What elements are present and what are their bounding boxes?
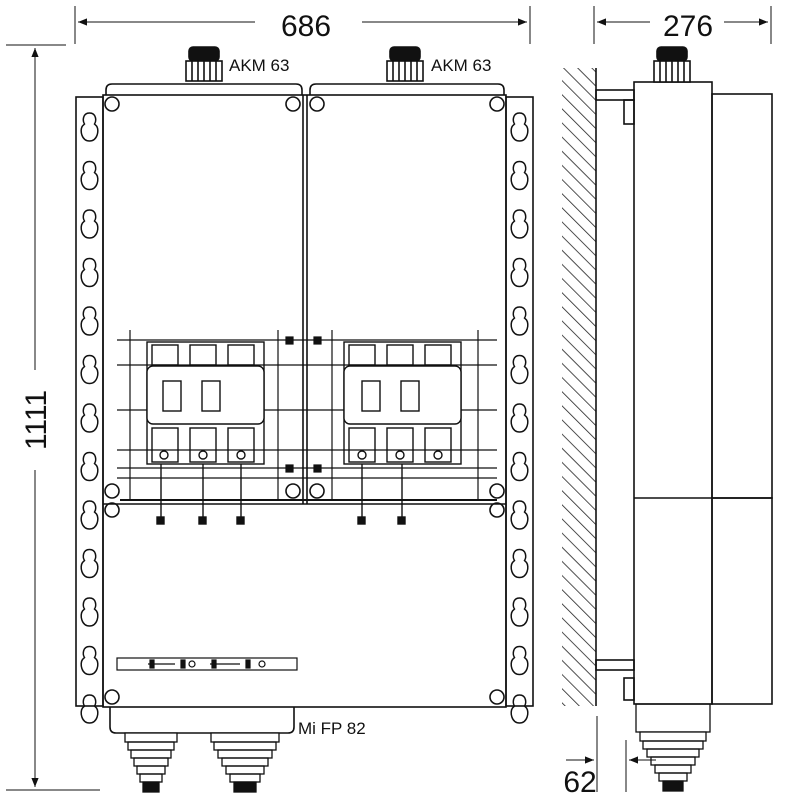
- rail-slot: [80, 306, 99, 336]
- rail-slot: [510, 694, 529, 724]
- rail-slot: [510, 403, 529, 433]
- enclosure-body: [102, 94, 507, 708]
- rail-slots-right: [510, 112, 529, 724]
- rail-slot: [510, 257, 529, 288]
- gland-bottom-right: [210, 732, 280, 793]
- side-body: [633, 81, 713, 705]
- rail-slot: [80, 451, 99, 482]
- mounting-rail-right: [505, 96, 534, 707]
- offset-value: 62: [563, 766, 596, 799]
- rail-slot: [510, 597, 529, 627]
- side-gland-bottom: [635, 703, 711, 792]
- side-cover-upper: [711, 93, 773, 499]
- rail-slot: [510, 354, 529, 385]
- rail-slot: [510, 451, 529, 482]
- rail-slot: [80, 160, 99, 191]
- rail-slot: [510, 160, 529, 191]
- rail-slot: [80, 548, 99, 579]
- rail-slot: [80, 209, 99, 239]
- rail-slot: [80, 694, 99, 724]
- rail-slot: [510, 306, 529, 336]
- rail-slot: [80, 500, 99, 530]
- busbar-grid: [117, 330, 497, 501]
- gland-label-right: AKM 63: [431, 56, 491, 75]
- rail-slot: [80, 257, 99, 288]
- side-cover-lower: [711, 497, 773, 705]
- wall-hatching: [562, 68, 596, 706]
- height-value: 1111: [20, 390, 53, 450]
- gland-label-left: AKM 63: [229, 56, 289, 75]
- rail-slot: [80, 354, 99, 385]
- dimension-height: 1111: [6, 44, 100, 791]
- side-view: [562, 46, 773, 792]
- rail-slot: [510, 548, 529, 579]
- fuse-switch-right: [343, 341, 462, 525]
- wall-bracket-top: [595, 89, 635, 125]
- rail-slots-left: [80, 112, 99, 724]
- side-gland-top: [653, 46, 691, 83]
- rail-slot: [510, 645, 529, 676]
- bottom-base: [109, 707, 295, 734]
- dimension-offset: 62: [563, 716, 656, 799]
- wall-bracket-bottom: [595, 659, 635, 701]
- dimension-width: 686: [74, 6, 531, 44]
- terminal-strip: [116, 657, 298, 671]
- width-value: 686: [281, 10, 331, 43]
- rail-slot: [80, 112, 99, 142]
- bottom-gland-label: Mi FP 82: [298, 719, 366, 738]
- depth-value: 276: [663, 10, 713, 43]
- gland-top-left: [185, 46, 223, 82]
- rail-slot: [80, 597, 99, 627]
- cover-screws: [104, 96, 505, 705]
- front-view: [75, 46, 534, 793]
- rail-slot: [510, 112, 529, 142]
- rail-slot: [510, 209, 529, 239]
- mounting-rail-left: [75, 96, 104, 707]
- fuse-switch-left: [146, 341, 265, 525]
- top-hood: [105, 83, 505, 95]
- rail-slot: [80, 645, 99, 676]
- gland-bottom-left: [124, 732, 178, 793]
- rail-slot: [510, 500, 529, 530]
- dimension-depth: 276: [593, 6, 772, 44]
- gland-top-right: [386, 46, 424, 82]
- rail-slot: [80, 403, 99, 433]
